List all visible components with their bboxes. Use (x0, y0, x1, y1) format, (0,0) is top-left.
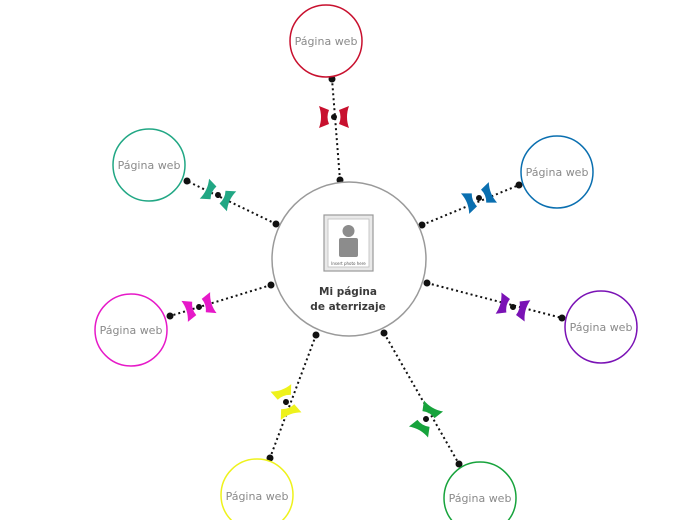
connector-purple[interactable] (423, 279, 566, 322)
center-title-line1: Mi página (319, 286, 377, 298)
node-label: Página web (526, 166, 589, 179)
connector-markers (181, 106, 531, 438)
connector-marker-teal (199, 178, 237, 212)
connector-marker-blue (460, 182, 498, 214)
node-magenta[interactable]: Página web (94, 293, 168, 367)
connector-marker-red (319, 106, 349, 128)
connector-marker-yellow (270, 384, 302, 420)
node-purple[interactable]: Página web (564, 290, 638, 364)
center-node[interactable]: Insert photo here Mi página de aterrizaj… (271, 181, 427, 337)
connector-green[interactable] (380, 329, 463, 468)
connector-red[interactable] (328, 75, 344, 184)
connector-marker-green (408, 400, 444, 438)
node-blue[interactable]: Página web (520, 135, 594, 209)
image-placeholder-icon: Insert photo here (323, 214, 374, 272)
connectors (166, 75, 566, 468)
connector-blue[interactable] (418, 181, 523, 229)
connector-magenta[interactable] (166, 281, 275, 320)
node-label: Página web (118, 159, 181, 172)
image-placeholder-caption: Insert photo here (331, 261, 366, 266)
node-label: Página web (100, 324, 163, 337)
node-label: Página web (295, 35, 358, 48)
node-label: Página web (570, 321, 633, 334)
node-green[interactable]: Página web (443, 461, 517, 520)
connector-yellow[interactable] (266, 331, 320, 462)
connector-marker-purple (495, 292, 531, 322)
node-teal[interactable]: Página web (112, 128, 186, 202)
connector-teal[interactable] (183, 177, 280, 228)
connector-marker-magenta (181, 292, 217, 322)
node-yellow[interactable]: Página web (220, 458, 294, 520)
node-red[interactable]: Página web (289, 4, 363, 78)
node-label: Página web (449, 492, 512, 505)
center-title-line2: de aterrizaje (310, 301, 385, 313)
node-label: Página web (226, 490, 289, 503)
